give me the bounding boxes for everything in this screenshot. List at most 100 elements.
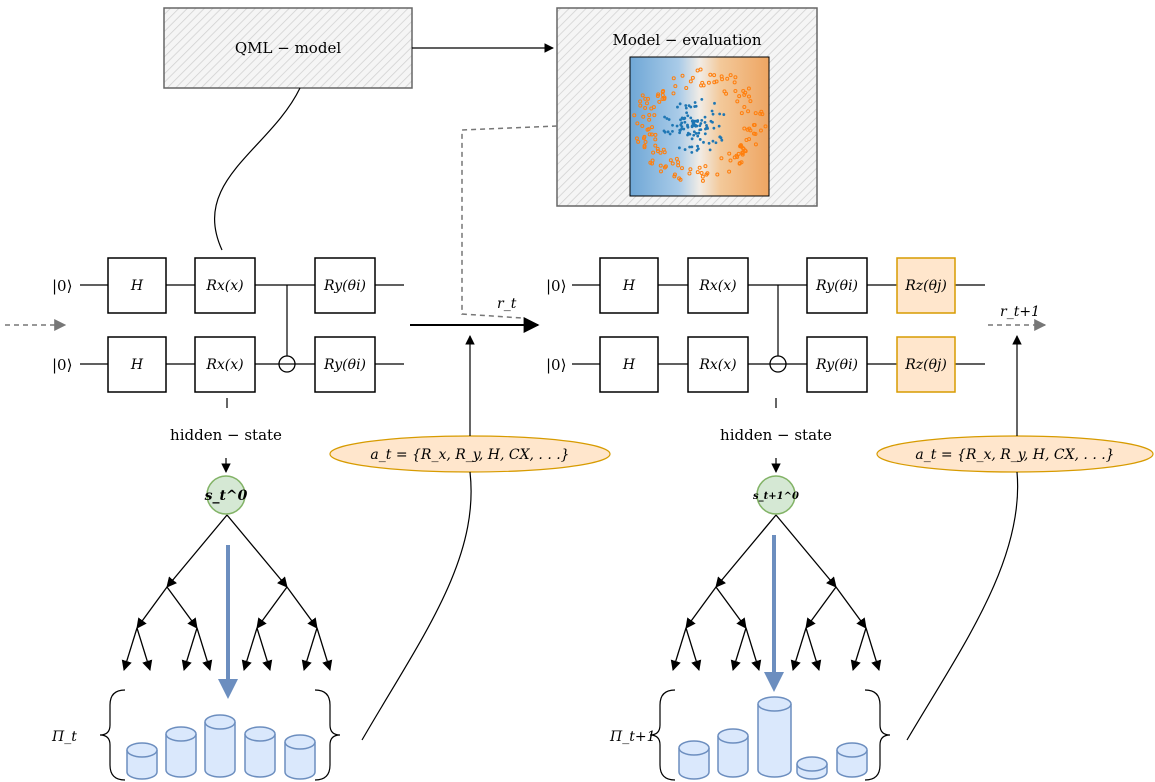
state-label-right: s_t+1^0 — [753, 491, 799, 502]
scatter-point-orange — [680, 73, 685, 78]
scatter-point-orange — [676, 163, 681, 168]
tree-edge — [256, 586, 288, 629]
tree-edge — [256, 627, 273, 671]
tree-edge — [865, 627, 882, 671]
scatter-point-orange — [647, 117, 652, 122]
scatter-point-orange — [678, 177, 683, 182]
action-ellipse-right: a_t = {R_x, R_y, H, CX, . . .} — [876, 435, 1154, 473]
scatter-point-blue — [696, 147, 700, 151]
tree-edge — [121, 627, 138, 671]
scatter-point-orange — [684, 86, 689, 91]
scatter-point-orange — [751, 123, 756, 128]
scatter-point-orange — [649, 132, 654, 137]
scatter-point-orange — [671, 91, 676, 96]
policy-cylinder — [204, 714, 236, 778]
scatter-point-orange — [699, 170, 704, 175]
scatter-point-orange — [728, 158, 733, 163]
scatter-point-orange — [668, 158, 673, 163]
scatter-point-blue — [680, 116, 684, 120]
scatter-point-orange — [733, 75, 738, 80]
scatter-point-blue — [675, 124, 679, 128]
gate-rx-right-2: Rx(x) — [698, 357, 736, 373]
policy-cylinder — [244, 726, 276, 778]
policy-label-right: Π_t+1 — [609, 729, 655, 745]
scatter-point-orange — [719, 156, 724, 161]
scatter-point-orange — [634, 136, 639, 141]
gate-ry-right-2: Ry(θi) — [815, 357, 858, 373]
scatter-point-orange — [660, 93, 665, 98]
policy-cylinder — [126, 742, 158, 780]
tree-edge — [241, 627, 258, 671]
policy-cylinder — [678, 740, 710, 780]
gate-ry-left-2: Ry(θi) — [323, 357, 366, 373]
scatter-point-orange — [655, 146, 660, 151]
tree-edge — [316, 627, 333, 671]
scatter-point-blue — [717, 124, 721, 128]
scatter-point-orange — [670, 161, 675, 166]
tree-edge — [181, 627, 198, 671]
tree-edge — [730, 627, 747, 671]
action-label-right: a_t = {R_x, R_y, H, CX, . . .} — [915, 447, 1114, 463]
gate-h-left-2: H — [130, 357, 144, 373]
policy-to-action-left — [361, 471, 472, 741]
scatter-point-orange — [638, 103, 643, 108]
scatter-point-blue — [698, 138, 702, 141]
qubit-label-left-1: |0⟩ — [52, 277, 72, 295]
policy-to-action-right — [906, 471, 1019, 741]
scatter-point-blue — [720, 138, 724, 142]
scatter-point-orange — [739, 111, 744, 116]
scatter-point-blue — [684, 106, 688, 110]
gate-ry-left-1: Ry(θi) — [323, 278, 366, 294]
scatter-point-orange — [658, 163, 663, 168]
scatter-point-orange — [719, 74, 724, 79]
qubit-label-right-2: |0⟩ — [546, 356, 566, 374]
scatter-point-blue — [692, 130, 696, 134]
scatter-point-orange — [671, 76, 676, 81]
tree-edge — [196, 627, 213, 671]
scatter-point-blue — [690, 150, 694, 154]
scatter-point-orange — [635, 121, 640, 126]
scatter-point-blue — [688, 145, 692, 149]
scatter-point-orange — [650, 158, 655, 163]
scatter-point-orange — [647, 132, 652, 137]
tree-edge — [835, 586, 867, 629]
scatter-point-blue — [711, 112, 715, 116]
scatter-point-blue — [685, 111, 689, 115]
scatter-point-orange — [732, 80, 737, 85]
scatter-point-blue — [696, 134, 700, 138]
tree-edge — [670, 627, 687, 671]
tree-edge — [805, 627, 822, 671]
scatter-point-blue — [676, 105, 679, 109]
scatter-point-blue — [696, 144, 699, 148]
scatter-point-blue — [693, 105, 697, 108]
policy-cylinder — [165, 726, 197, 778]
policy-cylinder — [796, 756, 828, 780]
brace-left-close — [314, 689, 341, 781]
scatter-point-blue — [679, 118, 682, 122]
state-node-left: s_t^0 — [205, 475, 248, 515]
tree-edge — [286, 586, 318, 629]
scatter-point-orange — [661, 89, 666, 94]
scatter-point-orange — [632, 113, 637, 118]
scatter-point-orange — [695, 68, 700, 73]
scatter-point-orange — [700, 178, 705, 183]
scatter-point-orange — [640, 93, 645, 98]
scatter-point-blue — [698, 128, 702, 132]
policy-distribution-right — [678, 696, 868, 780]
scatter-point-orange — [653, 132, 658, 137]
scatter-point-blue — [709, 119, 713, 123]
scatter-point-blue — [678, 131, 682, 135]
scatter-point-blue — [662, 129, 666, 133]
scatter-point-blue — [689, 105, 693, 109]
scatter-point-blue — [718, 112, 722, 116]
scatter-point-blue — [692, 133, 696, 137]
scatter-point-blue — [682, 127, 686, 131]
scatter-point-orange — [715, 172, 720, 177]
scatter-point-orange — [748, 99, 753, 104]
scatter-point-blue — [722, 113, 726, 116]
tree-edge — [166, 514, 228, 588]
tree-edge — [745, 627, 762, 671]
reward-label-right: r_t+1 — [1000, 304, 1040, 320]
scatter-point-orange — [732, 155, 737, 160]
